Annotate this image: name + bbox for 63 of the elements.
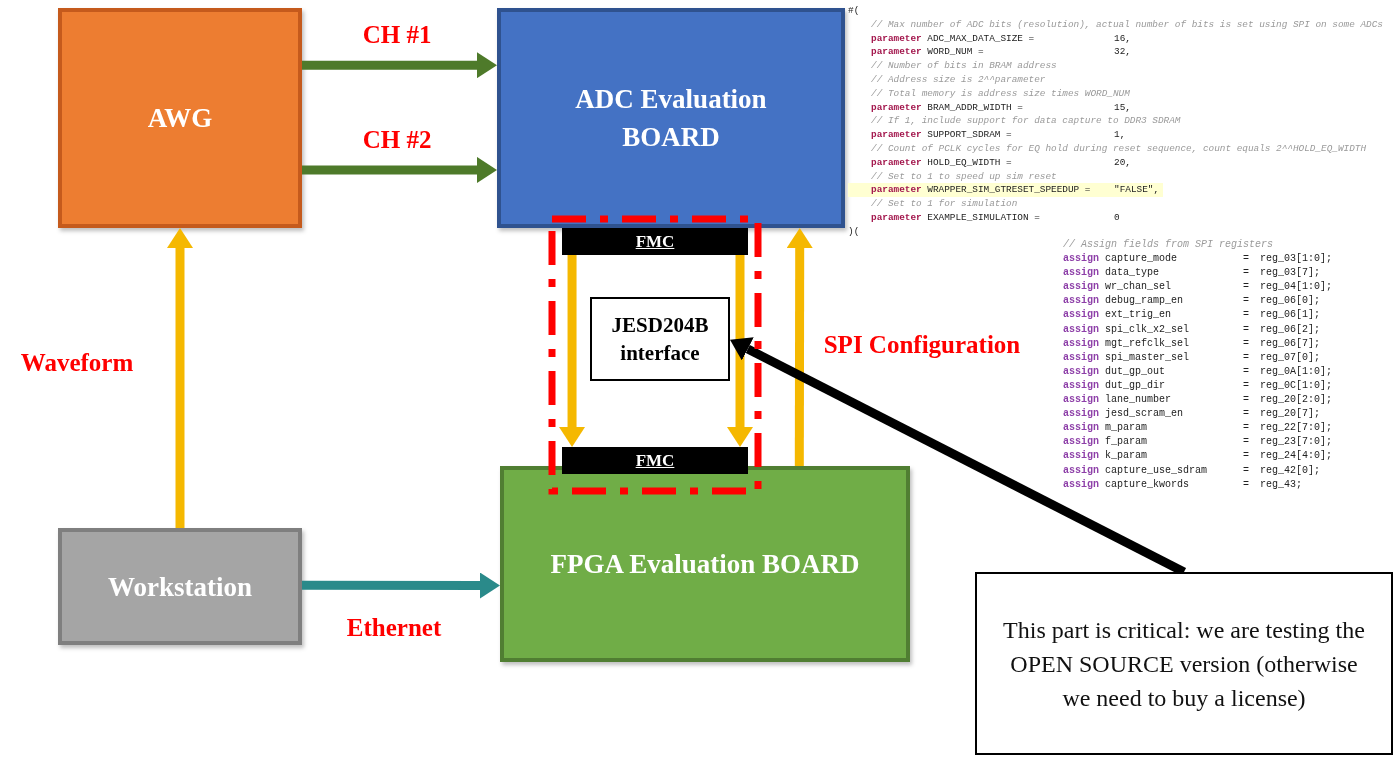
edge-label: SPI Configuration <box>822 330 1022 360</box>
arrow <box>727 255 753 447</box>
code-line: // Count of PCLK cycles for EQ hold during reset sequence, count equals 2^^HOLD_EQ_WIDTH <box>870 141 1368 156</box>
code-line: parameter ADC_MAX_DATA_SIZE = 16, <box>870 31 1132 46</box>
code-line: assign wr_chan_sel = reg_04[1:0]; <box>1063 280 1333 295</box>
board-label: ADC Evaluation BOARD <box>574 83 768 154</box>
code-line: parameter WORD_NUM = 32, <box>870 45 1132 60</box>
code-line: assign dut_gp_out = reg_0A[1:0]; <box>1063 364 1333 379</box>
interface-box <box>590 297 730 381</box>
edge-label: CH #1 <box>361 20 433 50</box>
code-line: // Set to 1 for simulation <box>870 197 1019 211</box>
code-line: assign capture_use_sdram = reg_42[0]; <box>1063 463 1321 478</box>
arrow <box>302 52 497 79</box>
code-line: assign capture_kwords = reg_43; <box>1063 477 1303 492</box>
code-line: assign ext_trig_en = reg_06[1]; <box>1063 308 1321 323</box>
code-line: )( <box>848 224 861 239</box>
interface-label: JESD204B interface <box>610 312 710 367</box>
board <box>58 8 302 228</box>
arrow <box>167 228 193 528</box>
code-line: assign data_type = reg_03[7]; <box>1063 266 1321 281</box>
code-line: // If 1, include support for data capture to DDR3 SDRAM <box>870 114 1182 129</box>
arrow <box>559 255 586 447</box>
edge-label: CH #2 <box>361 125 433 155</box>
board-label: FPGA Evaluation BOARD <box>549 548 861 581</box>
code-line: parameter HOLD_EQ_WIDTH = 20, <box>870 155 1132 170</box>
board <box>497 8 845 228</box>
code-line: #( <box>848 4 861 18</box>
note-text: This part is critical: we are testing the OPEN SOURCE version (otherwise we need to buy a license) <box>1002 615 1366 713</box>
code-line: assign debug_ramp_en = reg_06[0]; <box>1063 294 1321 309</box>
code-line: assign spi_clk_x2_sel = reg_06[2]; <box>1063 322 1321 337</box>
code-line: assign spi_master_sel = reg_07[0]; <box>1063 350 1321 365</box>
code-line: parameter SUPPORT_SDRAM = 1, <box>870 128 1127 142</box>
code-line: // Number of bits in BRAM address <box>870 59 1058 73</box>
arrow <box>786 228 813 466</box>
board <box>500 466 910 662</box>
connector-label: FMC <box>635 450 675 471</box>
code-line: parameter BRAM_ADDR_WIDTH = 15, <box>870 100 1132 115</box>
code-line: assign capture_mode = reg_03[1:0]; <box>1063 252 1333 267</box>
code-line: // Address size is 2^^parameter <box>870 73 1047 87</box>
dashed-outline <box>548 215 762 495</box>
code-line: assign lane_number = reg_20[2:0]; <box>1063 393 1333 408</box>
code-line: // Max number of ADC bits (resolution), actual number of bits is set using SPI on some ADCs <box>870 17 1384 32</box>
arrow <box>302 156 497 183</box>
edge-label: Ethernet <box>345 613 443 643</box>
code-line: assign m_param = reg_22[7:0]; <box>1063 421 1333 436</box>
code-line: assign mgt_refclk_sel = reg_06[7]; <box>1063 336 1321 351</box>
code-line: assign f_param = reg_23[7:0]; <box>1063 435 1333 450</box>
code-line: // Total memory is address size times WORD_NUM <box>870 86 1131 101</box>
computer-box <box>58 528 302 645</box>
connector-bar <box>562 447 748 474</box>
board-label: Workstation <box>107 570 253 604</box>
arrow <box>302 572 500 599</box>
code-line: assign k_param = reg_24[4:0]; <box>1063 449 1333 464</box>
callout-box <box>975 572 1393 755</box>
connector-bar <box>562 228 748 255</box>
code-line: // Set to 1 to speed up sim reset <box>870 169 1058 184</box>
code-line: parameter EXAMPLE_SIMULATION = 0 <box>870 210 1121 225</box>
edge-label: Waveform <box>19 348 135 378</box>
board-label: AWG <box>146 102 214 135</box>
code-line: assign jesd_scram_en = reg_20[7]; <box>1063 407 1321 422</box>
code-line: // Assign fields from SPI registers <box>1063 238 1275 252</box>
code-line: assign dut_gp_dir = reg_0C[1:0]; <box>1063 378 1333 393</box>
connector-label: FMC <box>635 231 675 252</box>
